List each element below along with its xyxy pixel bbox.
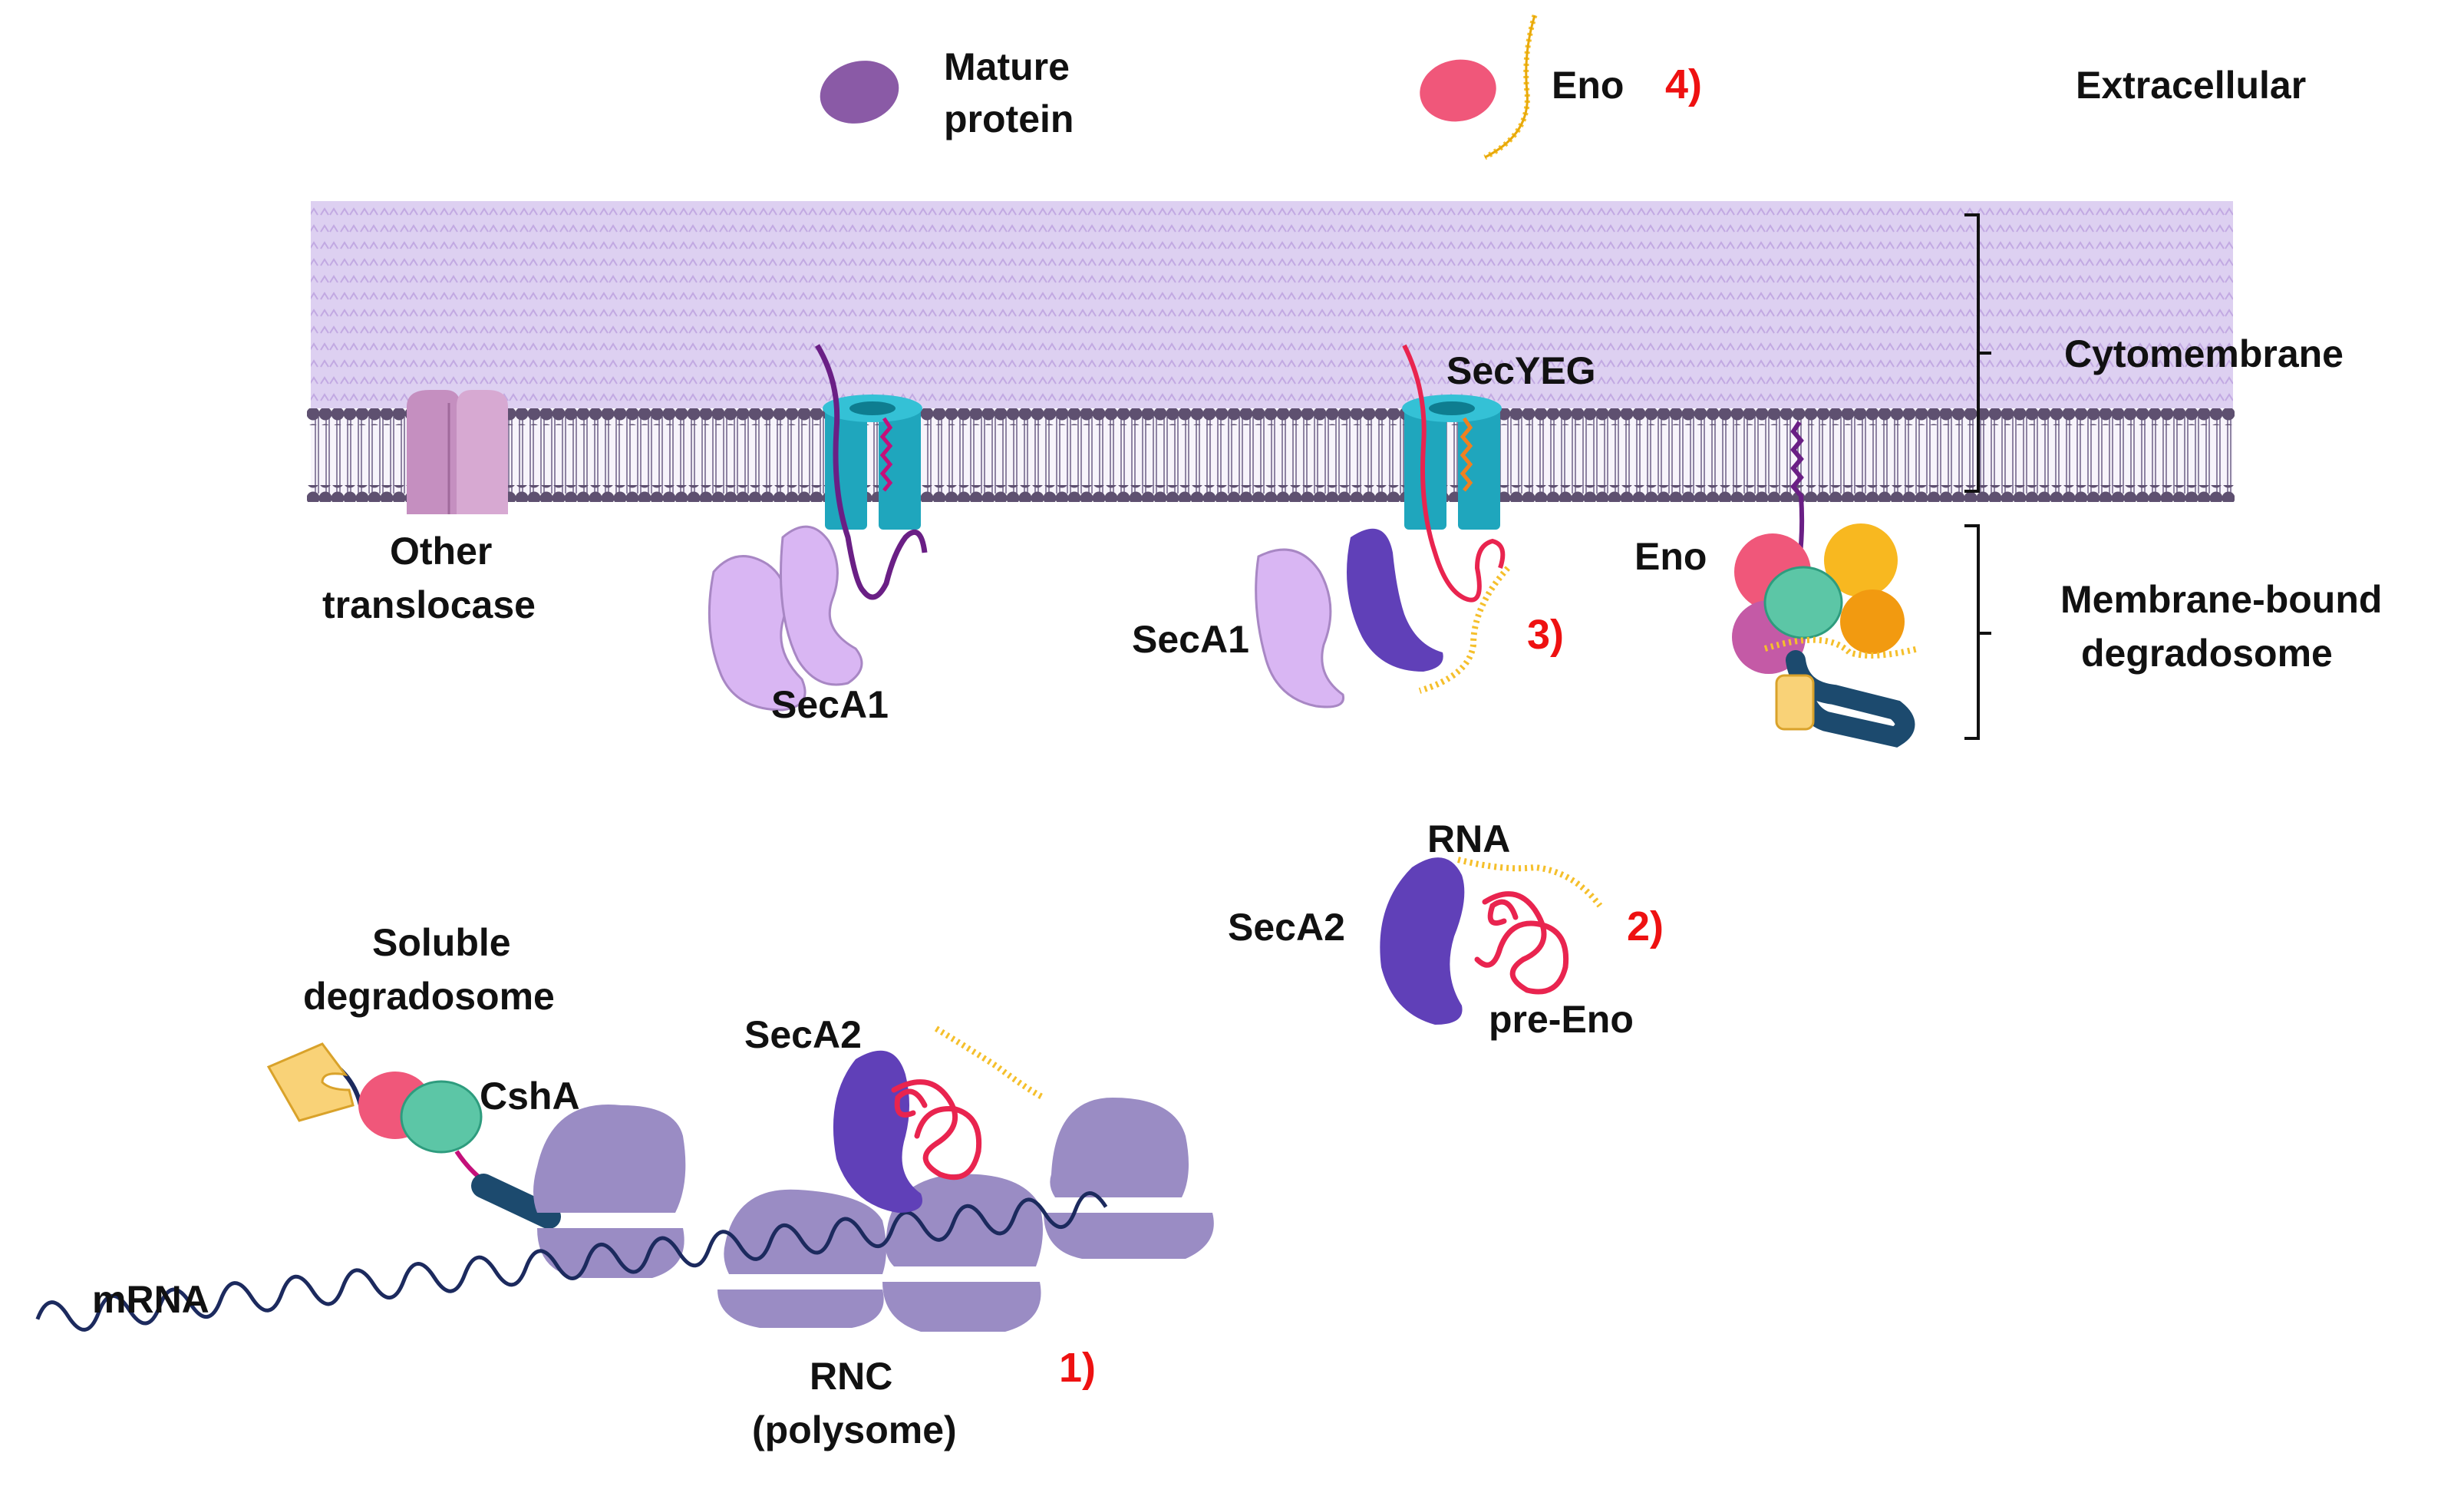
other-translocase-label-line1: Other bbox=[390, 530, 492, 573]
inner-lipid-heads bbox=[307, 485, 2235, 502]
pre-eno-label: pre-Eno bbox=[1489, 998, 1634, 1041]
step-1-label: 1) bbox=[1059, 1345, 1096, 1391]
rna-strand-step1 bbox=[934, 1025, 1045, 1101]
nascent-eno-chain-icon bbox=[891, 1079, 982, 1181]
eno-icon bbox=[1420, 59, 1496, 122]
translocating-chain-left bbox=[814, 344, 928, 600]
seca2-right-label: SecA2 bbox=[1228, 906, 1345, 949]
ribosome-2 bbox=[717, 1189, 886, 1328]
eno-degradosome-label: Eno bbox=[1634, 535, 1707, 578]
csha-label: CshA bbox=[480, 1075, 580, 1118]
ribosome-1 bbox=[533, 1105, 686, 1278]
membrane-brackets bbox=[1964, 213, 1991, 740]
other-translocase-label-line2: translocase bbox=[322, 583, 536, 626]
secyeg-label: SecYEG bbox=[1446, 349, 1596, 392]
pre-eno-chain-icon bbox=[1474, 891, 1569, 995]
step-2-label: 2) bbox=[1627, 903, 1664, 949]
cytomembrane-label: Cytomembrane bbox=[2064, 332, 2344, 375]
rna-strand-step2 bbox=[1457, 857, 1603, 908]
cell-wall-layer bbox=[311, 201, 2233, 408]
seca1-left-label: SecA1 bbox=[771, 683, 889, 726]
secyeg-channel-right bbox=[1402, 395, 1502, 530]
other-translocase-icon bbox=[407, 390, 508, 514]
mature-protein-label-line2: protein bbox=[944, 97, 1074, 140]
ribosome-4 bbox=[1044, 1098, 1214, 1259]
step-3-label: 3) bbox=[1527, 612, 1564, 658]
cytomembrane bbox=[307, 201, 2235, 502]
mature-protein-icon bbox=[820, 61, 899, 124]
translocating-pre-eno-chain bbox=[1402, 344, 1506, 603]
extracellular-label: Extracellular bbox=[2076, 64, 2306, 107]
seca2-left-icon bbox=[833, 1050, 922, 1213]
anchor-chain bbox=[1790, 421, 1805, 561]
eno-legend-label: Eno bbox=[1552, 64, 1624, 107]
legend-mature-protein: Mature protein bbox=[820, 45, 1074, 140]
seca2-right-icon bbox=[1380, 857, 1465, 1025]
lipid-tails bbox=[311, 417, 2233, 494]
rnc-label-line1: RNC bbox=[810, 1355, 892, 1398]
soluble-label-line1: Soluble bbox=[372, 921, 511, 964]
legend-eno: Eno 4) bbox=[1420, 14, 1702, 160]
membrane-bound-label-line1: Membrane-bound bbox=[2060, 578, 2382, 621]
membrane-bound-degradosome-icon bbox=[1732, 523, 1919, 748]
seca1-left-icon bbox=[708, 525, 863, 712]
soluble-degradosome-icon bbox=[266, 1042, 561, 1229]
seca1-right-label: SecA1 bbox=[1132, 618, 1249, 661]
rna-label: RNA bbox=[1427, 817, 1510, 860]
mature-protein-label-line1: Mature bbox=[944, 45, 1070, 88]
membrane-bound-label-line2: degradosome bbox=[2081, 632, 2333, 675]
seca2-left-label: SecA2 bbox=[744, 1013, 862, 1056]
mrna-label: mRNA bbox=[92, 1278, 209, 1321]
ribosome-3 bbox=[882, 1174, 1043, 1332]
step-4-label: 4) bbox=[1665, 61, 1702, 107]
rna-strand-seca1 bbox=[1418, 566, 1510, 694]
outer-lipid-heads bbox=[307, 408, 2235, 425]
seca1-right-icon bbox=[1255, 528, 1443, 708]
rnc-label-line2: (polysome) bbox=[752, 1408, 957, 1451]
soluble-label-line2: degradosome bbox=[303, 975, 555, 1018]
mrna-strand bbox=[35, 1191, 1108, 1332]
